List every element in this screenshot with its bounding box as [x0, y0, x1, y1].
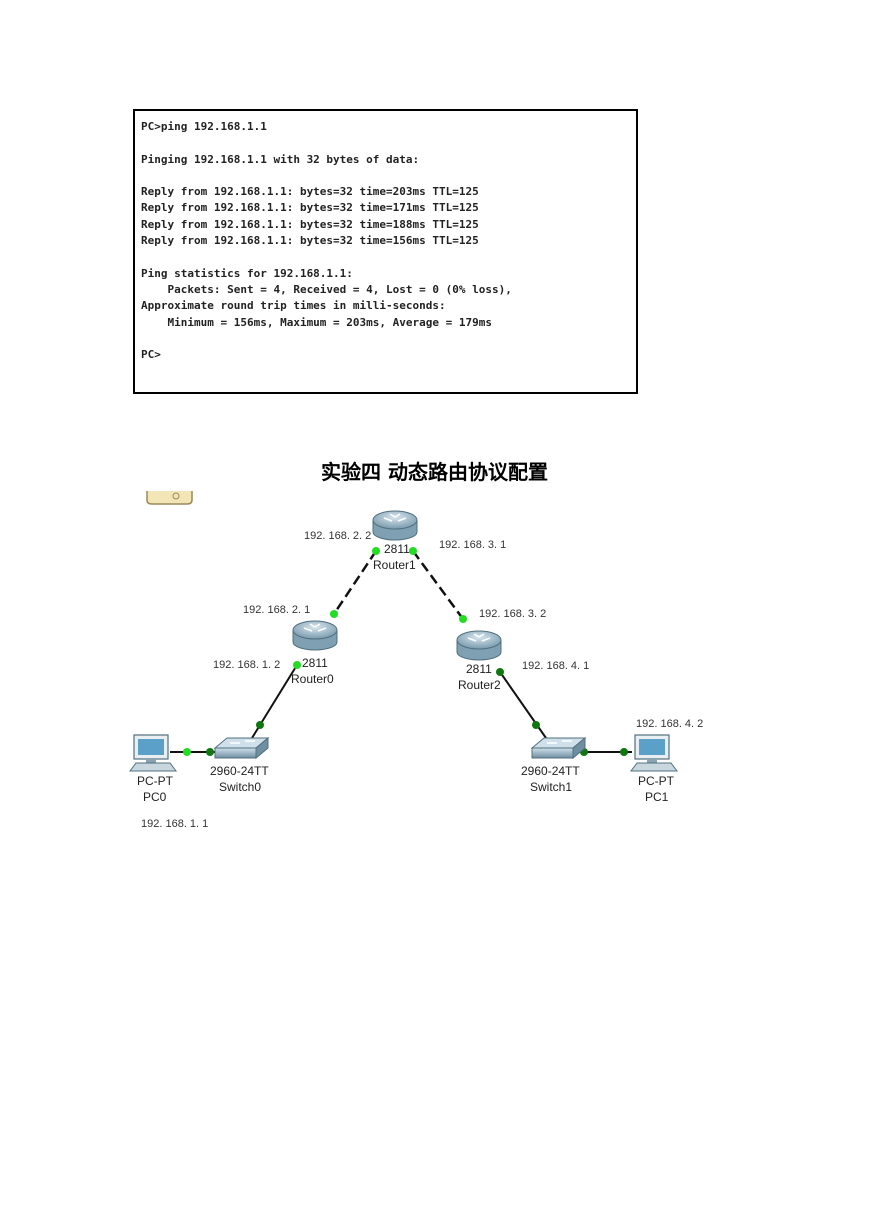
switch-icon [213, 736, 270, 760]
switch0-model: 2960-24TT [210, 764, 269, 778]
link-dot [330, 610, 338, 618]
switch1[interactable]: 2960-24TT Switch1 [521, 736, 587, 794]
switch1-model: 2960-24TT [521, 764, 580, 778]
ip-label-r2-bottom: 192. 168. 4. 1 [522, 660, 589, 672]
router-icon [372, 510, 418, 541]
router-icon [456, 630, 502, 661]
switch-icon [530, 736, 587, 760]
link-dots [183, 547, 628, 756]
link-dot [620, 748, 628, 756]
section-heading: 实验四 动态路由协议配置 [321, 460, 548, 484]
router1[interactable]: 2811 Router1 [372, 510, 418, 572]
router1-name: Router1 [373, 558, 416, 572]
note-icon[interactable] [146, 491, 193, 505]
ip-label-r0-top: 192. 168. 2. 1 [243, 604, 310, 616]
ip-label-r2-top: 192. 168. 3. 2 [479, 608, 546, 620]
link-dot [293, 661, 301, 669]
ip-label-r1-right: 192. 168. 3. 1 [439, 539, 506, 551]
link-dot [532, 721, 540, 729]
link-dot [409, 547, 417, 555]
ping-console: PC>ping 192.168.1.1 Pinging 192.168.1.1 … [133, 109, 638, 394]
ip-labels: 192. 168. 2. 2 192. 168. 3. 1 192. 168. … [141, 530, 703, 830]
pc0[interactable]: PC-PT PC0 [129, 734, 177, 804]
link-dot [459, 615, 467, 623]
link-dot [256, 721, 264, 729]
ip-label-r0-bottom: 192. 168. 1. 2 [213, 659, 280, 671]
router0-name: Router0 [291, 672, 334, 686]
switch1-name: Switch1 [530, 780, 572, 794]
router2-name: Router2 [458, 678, 501, 692]
router0[interactable]: 2811 Router0 [291, 620, 338, 686]
pc1-name: PC1 [645, 790, 669, 804]
link-r2-sw1 [499, 671, 547, 739]
link-dot [496, 668, 504, 676]
pc-icon [630, 734, 678, 772]
router1-model: 2811 [384, 542, 410, 556]
router2-model: 2811 [466, 662, 492, 676]
ip-label-pc0: 192. 168. 1. 1 [141, 818, 208, 830]
link-r1-r0 [332, 550, 378, 615]
pc1[interactable]: PC-PT PC1 [630, 734, 678, 804]
router0-model: 2811 [302, 656, 328, 670]
switch0-name: Switch0 [219, 780, 261, 794]
pc0-model: PC-PT [137, 774, 174, 788]
pc1-model: PC-PT [638, 774, 675, 788]
console-output: PC>ping 192.168.1.1 Pinging 192.168.1.1 … [141, 120, 512, 362]
router2[interactable]: 2811 Router2 [456, 630, 502, 692]
ip-label-pc1: 192. 168. 4. 2 [636, 718, 703, 730]
pc0-name: PC0 [143, 790, 167, 804]
link-dot [206, 748, 214, 756]
link-dot [183, 748, 191, 756]
link-r1-r2 [411, 550, 465, 620]
router-icon [292, 620, 338, 651]
switch0[interactable]: 2960-24TT Switch0 [210, 736, 270, 794]
links [170, 550, 632, 753]
pc-icon [129, 734, 177, 772]
link-dot [372, 547, 380, 555]
ip-label-r1-left: 192. 168. 2. 2 [304, 530, 371, 542]
